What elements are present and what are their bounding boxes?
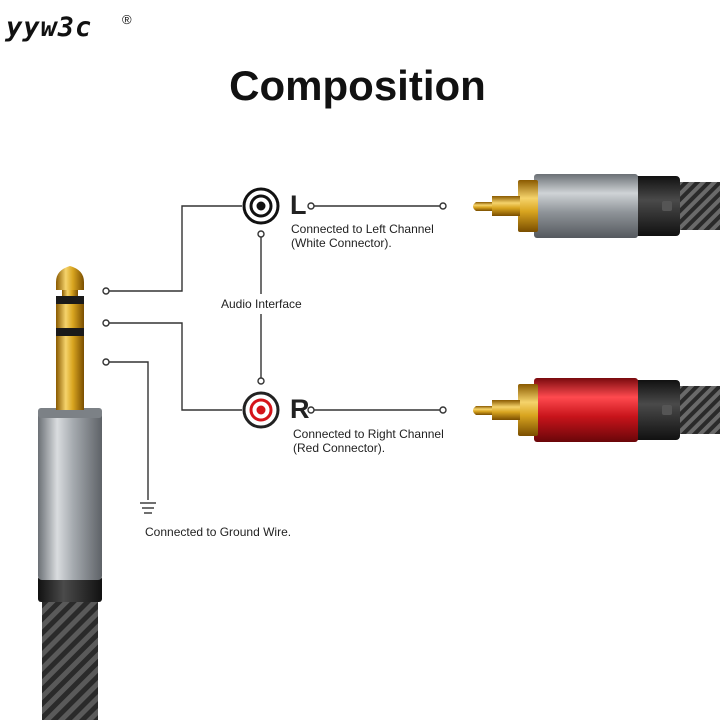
- left-jack-icon: [242, 187, 280, 225]
- left-channel-letter: L: [290, 190, 307, 220]
- right-channel-letter: R: [290, 394, 310, 424]
- sleeve-dot: [102, 358, 110, 366]
- ring-to-right-line: [106, 322, 242, 411]
- rca-pin: [473, 406, 492, 415]
- rca-plug-right: [473, 378, 720, 442]
- rca-shell: [534, 174, 638, 238]
- rca-boot: [634, 176, 680, 236]
- right-end-dot: [439, 406, 447, 414]
- trs-plug: [38, 266, 102, 720]
- left-channel-desc-2: (White Connector).: [291, 236, 392, 250]
- ground-wire-label: Connected to Ground Wire.: [145, 525, 292, 539]
- ring-dot: [102, 319, 110, 327]
- interface-dot: [257, 377, 265, 385]
- sleeve-to-ground-line: [106, 361, 149, 500]
- right-dot: [307, 406, 315, 414]
- rca-pin-base: [492, 400, 520, 420]
- braided-cable: [42, 598, 98, 720]
- right-jack-icon: [242, 391, 280, 429]
- right-channel-desc-1: Connected to Right Channel: [293, 427, 444, 441]
- rca-pin: [473, 202, 492, 211]
- connection-lines: [106, 205, 443, 500]
- rca-collar: [518, 384, 538, 436]
- braided-cable: [676, 182, 720, 230]
- rca-plug-left: [473, 174, 720, 238]
- insulator-ring: [56, 328, 84, 336]
- rca-collar: [518, 180, 538, 232]
- connection-dots: [102, 202, 447, 414]
- rca-shell: [534, 378, 638, 442]
- left-dot: [307, 202, 315, 210]
- rca-pin-base: [492, 196, 520, 216]
- plug-neck: [62, 289, 78, 296]
- left-channel-desc-1: Connected to Left Channel: [291, 222, 434, 236]
- plug-shell: [38, 412, 102, 580]
- plug-ring: [56, 304, 84, 328]
- insulator-ring: [56, 296, 84, 304]
- plug-collar: [38, 576, 102, 602]
- brand-logo: yyw3c: [6, 12, 93, 43]
- page-title: Composition: [229, 62, 486, 109]
- shell-rim: [38, 408, 102, 418]
- right-channel-desc-2: (Red Connector).: [293, 441, 386, 455]
- rca-boot: [634, 380, 680, 440]
- left-end-dot: [439, 202, 447, 210]
- tip-dot: [102, 287, 110, 295]
- tip-to-left-line: [106, 205, 242, 292]
- registered-mark: ®: [122, 12, 132, 27]
- plug-sleeve: [56, 336, 84, 410]
- ground-icon: [140, 502, 156, 514]
- plug-tip: [56, 266, 84, 290]
- braided-cable: [676, 386, 720, 434]
- interface-dot: [257, 230, 265, 238]
- audio-interface-label: Audio Interface: [221, 297, 302, 311]
